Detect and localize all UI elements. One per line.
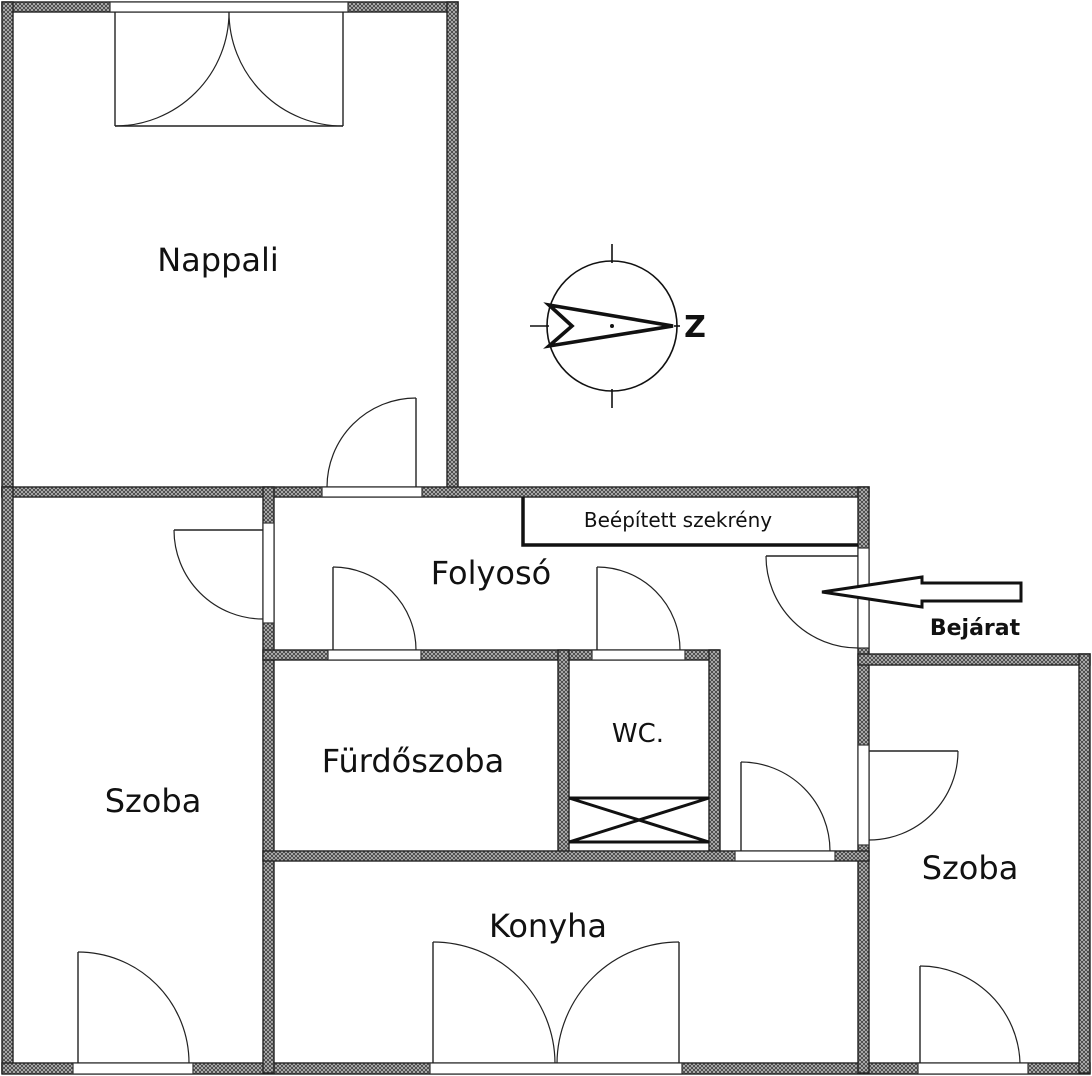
wall-left-outer xyxy=(1,486,14,1074)
door-szoba-right-balcony xyxy=(919,965,1021,1064)
wall-nappali-left xyxy=(1,1,14,498)
door-szoba-left-balcony xyxy=(77,951,190,1064)
door-gap-szoba-left xyxy=(262,522,275,624)
door-gap-bath xyxy=(327,649,422,661)
wall-main-horizontal xyxy=(1,486,870,498)
window-kitchen xyxy=(429,1062,683,1075)
north-arrow-icon xyxy=(543,302,674,349)
door-kitchen xyxy=(740,761,831,852)
wall-kitchen-top xyxy=(262,850,870,862)
wall-left-room-divider xyxy=(262,486,275,1074)
closet-label: Beépített szekrény xyxy=(584,508,772,532)
room-label-nappali: Nappali xyxy=(157,241,279,279)
door-kitchen-double xyxy=(432,941,680,1064)
wall-wc-right xyxy=(708,649,721,861)
built-in-closet: Beépített szekrény xyxy=(521,497,858,547)
window-szoba-right xyxy=(917,1062,1029,1075)
wall-right-room-right xyxy=(1078,653,1091,1074)
door-gap-szoba-right xyxy=(857,744,870,846)
door-gap-kitchen xyxy=(734,850,836,862)
wall-right-room-top xyxy=(857,653,1091,666)
compass-letter: Z xyxy=(684,310,706,345)
room-label-szoba-right: Szoba xyxy=(922,849,1019,887)
door-nappali-corridor xyxy=(326,397,417,488)
door-wc xyxy=(596,566,681,651)
door-gap-nappali xyxy=(321,486,423,498)
room-label-furdoszoba: Fürdőszoba xyxy=(322,742,504,780)
wc-shaft xyxy=(568,796,710,844)
door-swings xyxy=(77,11,1021,1064)
door-gap-wc xyxy=(591,649,686,661)
openings xyxy=(72,1,1029,1075)
compass: Z xyxy=(530,244,706,408)
entrance-label: Bejárat xyxy=(930,616,1021,641)
window-nappali-top xyxy=(109,1,349,13)
window-szoba-left xyxy=(72,1062,194,1075)
room-label-folyoso: Folyosó xyxy=(431,554,552,592)
entrance-arrow-icon: Bejárat xyxy=(821,575,1023,641)
room-label-szoba-left: Szoba xyxy=(105,782,202,820)
door-szoba-left-corridor xyxy=(173,529,264,620)
room-label-wc: WC. xyxy=(612,719,664,749)
room-labels: Nappali Folyosó Fürdőszoba WC. Szoba Szo… xyxy=(105,241,1019,945)
door-entrance xyxy=(765,555,859,649)
wall-nappali-right xyxy=(446,1,459,498)
wall-bath-wc xyxy=(557,649,570,861)
door-nappali-double xyxy=(114,11,344,127)
door-szoba-right xyxy=(868,750,959,841)
room-label-konyha: Konyha xyxy=(489,907,607,945)
door-bathroom xyxy=(332,566,417,651)
